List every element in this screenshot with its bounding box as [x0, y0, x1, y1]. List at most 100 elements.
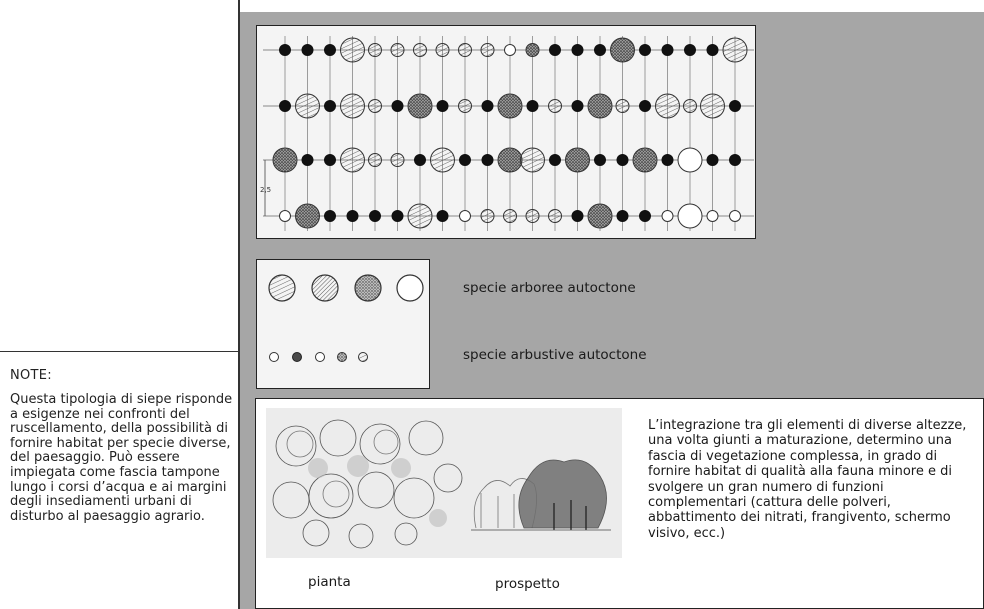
plan-plant-symbol	[279, 100, 291, 112]
plan-plant-symbol	[295, 203, 320, 229]
plan-plant-symbol	[324, 210, 336, 222]
elevation-dark-canopy	[518, 459, 607, 529]
sketch-canopy	[357, 471, 395, 509]
plan-plant-symbol	[301, 44, 314, 56]
plan-plant-symbol	[683, 99, 697, 113]
legend-shrubs-label: specie arbustive autoctone	[463, 347, 647, 363]
plan-plant-symbol	[435, 43, 450, 57]
plan-plant-symbol	[684, 44, 696, 56]
plan-plant-symbol	[525, 43, 540, 57]
plan-plant-symbol	[520, 147, 545, 173]
plan-plant-symbol	[504, 44, 516, 56]
plan-plant-symbol	[368, 99, 382, 113]
plan-plant-symbol	[324, 154, 336, 166]
plan-plant-symbol	[632, 147, 658, 173]
plan-plant-symbol	[549, 44, 561, 56]
plan-plant-symbol	[610, 37, 635, 63]
plan-plant-symbol	[706, 154, 719, 166]
plan-plant-symbol	[548, 99, 562, 113]
left-notes-column: NOTE: Questa tipologia di siepe risponde…	[0, 0, 238, 609]
plan-plant-symbol	[706, 44, 719, 56]
plan-plant-symbol	[368, 43, 382, 57]
sketch-canopy	[302, 519, 330, 547]
plan-plant-symbol	[587, 203, 613, 229]
plan-plant-symbol	[279, 44, 291, 56]
plan-plant-symbol	[481, 100, 494, 112]
plan-plant-symbol	[301, 154, 314, 166]
plan-plant-symbol	[340, 37, 365, 63]
plan-plant-symbol	[430, 147, 455, 173]
plan-plant-symbol	[436, 210, 449, 222]
plan-plant-symbol	[346, 210, 359, 222]
plan-plant-symbol	[729, 210, 741, 222]
shrub-symbol-dark	[292, 352, 302, 362]
integration-description: L’integrazione tra gli elementi di diver…	[648, 418, 967, 541]
plan-plant-symbol	[616, 210, 629, 222]
sketch-canopy	[272, 481, 310, 519]
plan-plant-symbol	[459, 154, 471, 166]
plan-plant-symbol	[639, 100, 651, 112]
caption-pianta: pianta	[308, 574, 351, 590]
shrub-symbol-stippled	[337, 352, 347, 362]
plan-plant-symbol	[340, 147, 365, 173]
plan-plant-symbol	[324, 44, 336, 56]
plan-plant-symbol	[436, 100, 449, 112]
plan-plant-symbol	[571, 100, 584, 112]
legend-symbols	[268, 274, 424, 362]
sketch-shrub	[391, 458, 411, 478]
sketch-canopy	[275, 425, 317, 467]
notes-divider	[0, 351, 238, 352]
plan-plant-symbol	[616, 154, 629, 166]
plan-plant-symbol	[655, 93, 680, 119]
sketch-canopy	[373, 429, 399, 455]
sketch-canopy	[348, 523, 374, 549]
plan-plant-symbol	[407, 203, 433, 229]
plan-plant-symbol	[729, 100, 741, 112]
plan-plant-symbol	[369, 210, 381, 222]
sketch-canopy	[308, 473, 354, 519]
plan-plant-symbol	[458, 43, 472, 57]
plan-plant-symbol	[480, 209, 495, 223]
sketch-canopy	[322, 480, 350, 508]
caption-prospetto: prospetto	[495, 576, 560, 592]
plan-plant-symbol	[458, 99, 472, 113]
plan-plant-symbol	[700, 93, 725, 119]
planting-plan: 2,5	[256, 25, 756, 239]
tree-symbol-stippled	[354, 274, 382, 302]
column-divider	[238, 0, 240, 609]
plan-plant-symbol	[661, 44, 674, 56]
plan-plant-symbol	[677, 203, 703, 229]
legend-trees-label: specie arboree autoctone	[463, 280, 636, 296]
plan-plant-symbol	[587, 93, 613, 119]
vegetation-sketch	[266, 408, 622, 558]
plan-plant-symbol	[706, 210, 719, 222]
plan-plant-symbol	[480, 43, 495, 57]
tree-symbol-open	[396, 274, 424, 302]
plan-plant-symbol	[594, 154, 606, 166]
plan-plant-symbol	[549, 154, 561, 166]
tree-symbol-hatched	[268, 274, 296, 302]
plan-plant-symbol	[368, 153, 382, 167]
legend-box	[256, 259, 430, 389]
plan-plant-symbol	[272, 147, 298, 173]
notes-body: Questa tipologia di siepe risponde a esi…	[10, 392, 233, 524]
sketch-canopy	[286, 430, 314, 458]
plan-plant-symbol	[459, 210, 471, 222]
plan-plant-symbol	[390, 153, 405, 167]
vegetation-sketch-drawing	[272, 419, 611, 549]
shrub-symbol-hatched	[358, 352, 368, 362]
plan-plant-symbol	[677, 147, 703, 173]
plan-plant-symbol	[295, 93, 320, 119]
plan-plant-symbol	[391, 210, 404, 222]
plan-plant-symbol	[639, 44, 651, 56]
plan-plant-symbol	[497, 93, 523, 119]
shrub-symbol-open	[269, 352, 279, 362]
plan-plant-symbol	[414, 154, 426, 166]
sketch-canopy	[319, 419, 357, 457]
sketch-canopy	[393, 477, 435, 519]
plan-plant-symbol	[390, 43, 405, 57]
plan-plant-symbol	[503, 209, 517, 223]
plan-plant-symbol	[594, 44, 606, 56]
plan-plant-symbol	[340, 93, 365, 119]
plan-plant-symbol	[497, 147, 523, 173]
